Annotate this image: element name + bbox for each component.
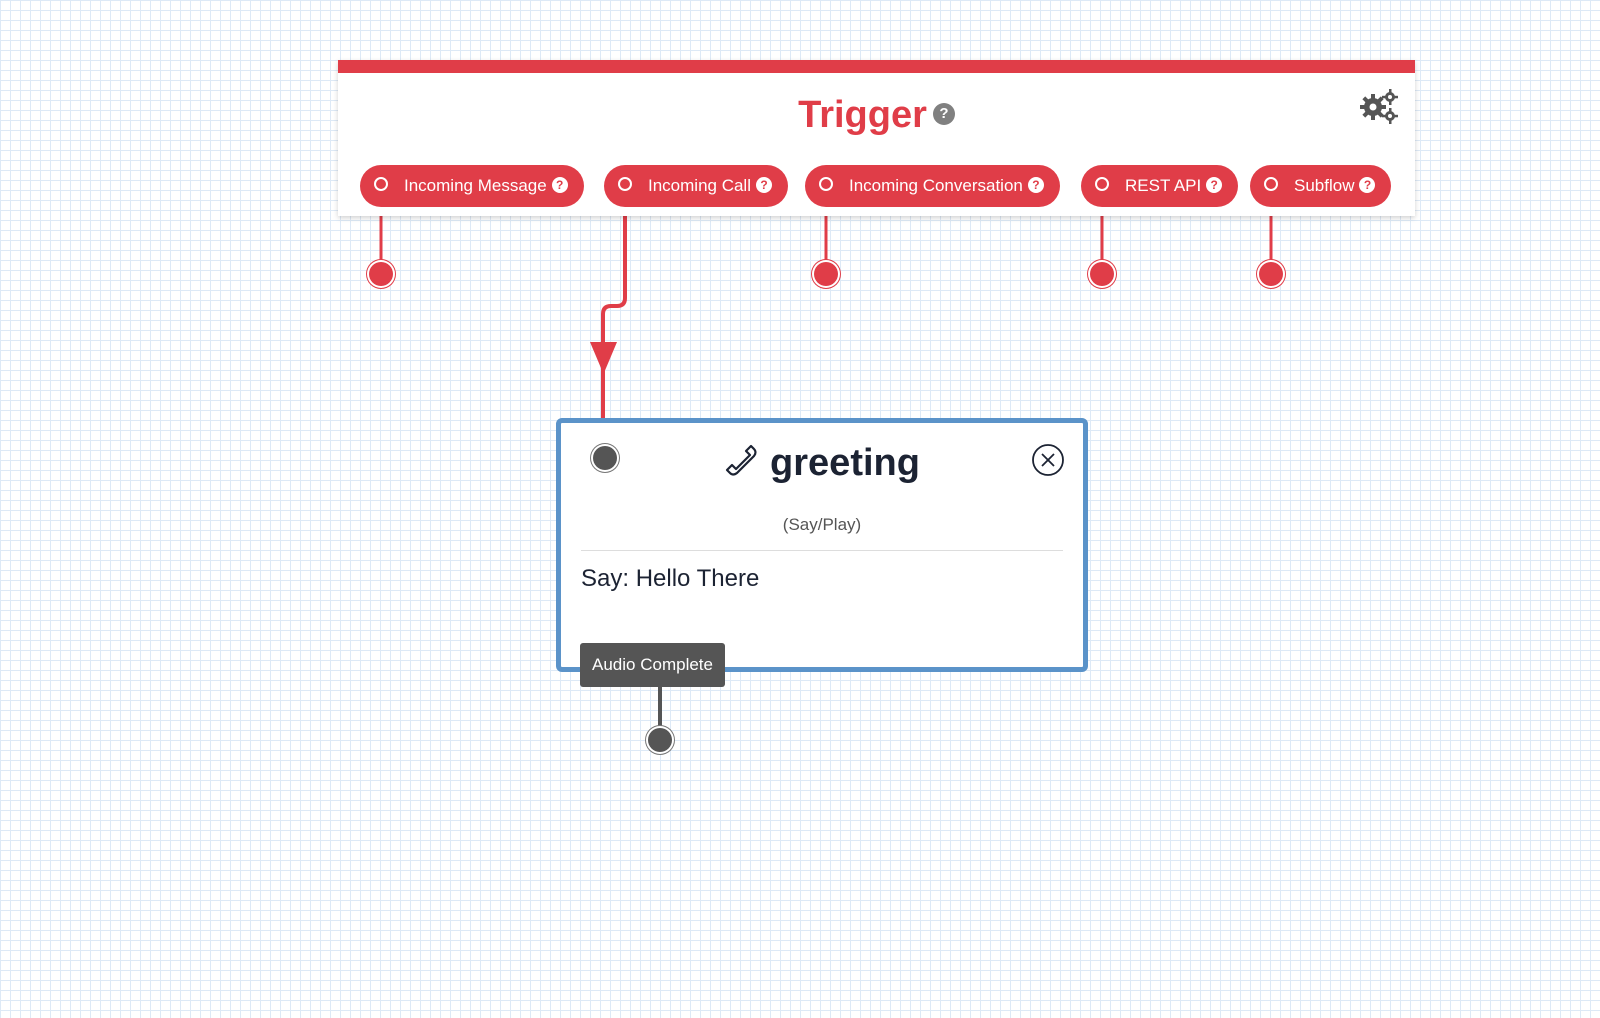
radio-ring-icon	[819, 177, 833, 191]
transition-audio-complete[interactable]: Audio Complete	[580, 643, 725, 687]
trigger-pill-label: Incoming Call	[648, 176, 751, 195]
trigger-rest-api[interactable]: REST API?	[1081, 165, 1239, 207]
endpoint-audio-complete[interactable]	[648, 728, 672, 752]
help-icon[interactable]: ?	[1359, 176, 1376, 193]
trigger-widget[interactable]: Trigger? Inc	[338, 60, 1415, 216]
help-icon[interactable]: ?	[932, 102, 955, 125]
trigger-incoming-message[interactable]: Incoming Message?	[360, 165, 584, 207]
connection-arrow-icon	[590, 342, 617, 374]
trigger-title: Trigger?	[338, 93, 1415, 137]
trigger-incoming-conversation[interactable]: Incoming Conversation?	[805, 165, 1060, 207]
help-icon[interactable]: ?	[1206, 176, 1223, 193]
gear-icon[interactable]	[1359, 87, 1399, 125]
widget-card[interactable]: greeting (Say/Play) Say: Hello There	[556, 418, 1088, 672]
widget-name: greeting	[770, 442, 920, 484]
radio-ring-icon	[1264, 177, 1278, 191]
endpoint-subflow[interactable]	[1259, 262, 1283, 286]
widget-type: (Say/Play)	[782, 515, 862, 534]
trigger-subflow[interactable]: Subflow?	[1250, 165, 1392, 207]
endpoint-incoming-conversation[interactable]	[814, 262, 838, 286]
trigger-pill-label: REST API	[1125, 176, 1202, 195]
radio-ring-icon	[1095, 177, 1109, 191]
radio-ring-icon	[374, 177, 388, 191]
widget-header: greeting	[561, 441, 1083, 485]
endpoint-rest-api[interactable]	[1090, 262, 1114, 286]
help-icon[interactable]: ?	[756, 176, 772, 193]
widget-body: Say: Hello There	[581, 565, 760, 592]
close-icon[interactable]	[1031, 443, 1065, 477]
phone-icon	[725, 444, 757, 476]
endpoint-incoming-message[interactable]	[369, 262, 393, 286]
trigger-pill-label: Subflow	[1294, 176, 1355, 195]
trigger-pill-label: Incoming Conversation	[849, 176, 1023, 195]
trigger-pill-label: Incoming Message	[404, 176, 547, 195]
trigger-incoming-call[interactable]: Incoming Call?	[604, 165, 788, 207]
radio-ring-icon	[618, 177, 632, 191]
trigger-title-text: Trigger	[798, 94, 927, 136]
endpoint-widget-inbound[interactable]	[593, 446, 617, 470]
wire-incoming-call-to-greeting	[601, 194, 627, 430]
divider	[581, 550, 1063, 551]
help-icon[interactable]: ?	[551, 176, 568, 193]
help-icon[interactable]: ?	[1027, 176, 1044, 193]
